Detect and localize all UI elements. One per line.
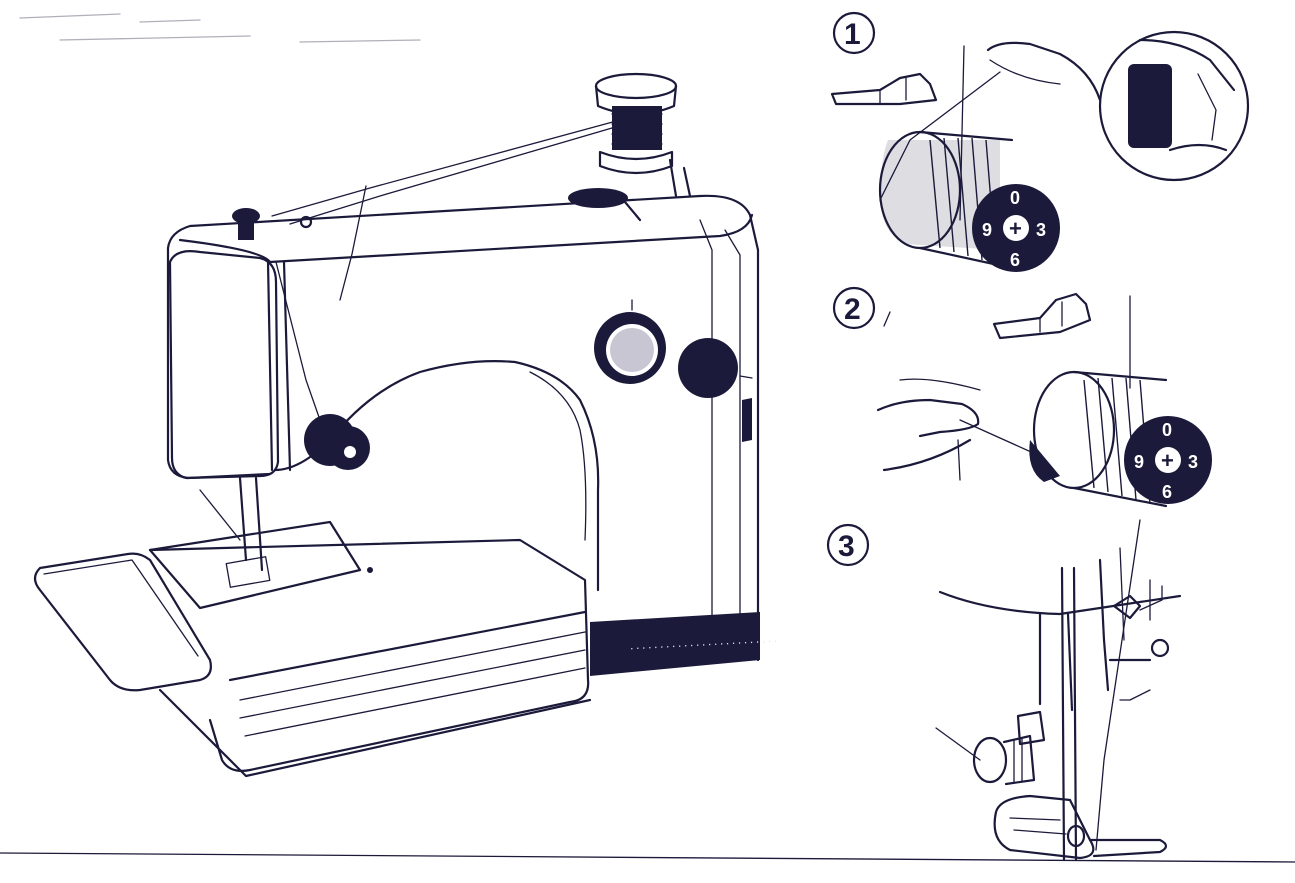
step-3-number: 3 bbox=[838, 530, 855, 563]
dial-6-label-2: 6 bbox=[1162, 482, 1172, 502]
step-2-number: 2 bbox=[844, 293, 861, 326]
step-1-panel: 1 + 0 3 6 9 bbox=[830, 11, 1250, 272]
tension-assembly-front bbox=[304, 414, 370, 470]
bottom-rule bbox=[0, 852, 1295, 863]
stitch-width-dial bbox=[678, 338, 753, 398]
dial-3-label-2: 3 bbox=[1188, 452, 1198, 472]
dial-9-label-2: 9 bbox=[1134, 452, 1144, 472]
dial-0-label-1: 0 bbox=[1010, 188, 1020, 208]
dial-center-plus-2: + bbox=[1161, 448, 1174, 473]
step-2-panel: 2 + 0 3 6 9 bbox=[832, 286, 1212, 508]
dial-center-plus-1: + bbox=[1009, 216, 1022, 241]
inset-spool-detail bbox=[1098, 30, 1250, 182]
tension-dial-step-1: + 0 3 6 9 bbox=[878, 130, 1060, 272]
tension-dial-step-2: + 0 3 6 9 bbox=[1029, 370, 1212, 508]
sewing-machine: ························· bbox=[33, 72, 780, 778]
step-1-marker bbox=[832, 11, 876, 55]
step-1-number: 1 bbox=[844, 18, 861, 51]
step-2-marker bbox=[832, 286, 876, 330]
step-3-panel: 3 bbox=[826, 519, 1182, 862]
presser-foot-screw bbox=[972, 734, 1036, 786]
dial-9-label-1: 9 bbox=[982, 220, 992, 240]
dial-3-label-1: 3 bbox=[1036, 220, 1046, 240]
spool-of-thread bbox=[594, 72, 678, 175]
scan-marks bbox=[19, 13, 421, 43]
dial-6-label-1: 6 bbox=[1010, 250, 1020, 270]
step-3-marker bbox=[826, 523, 870, 567]
dial-0-label-2: 0 bbox=[1162, 420, 1172, 440]
stitch-length-dial bbox=[594, 299, 666, 384]
